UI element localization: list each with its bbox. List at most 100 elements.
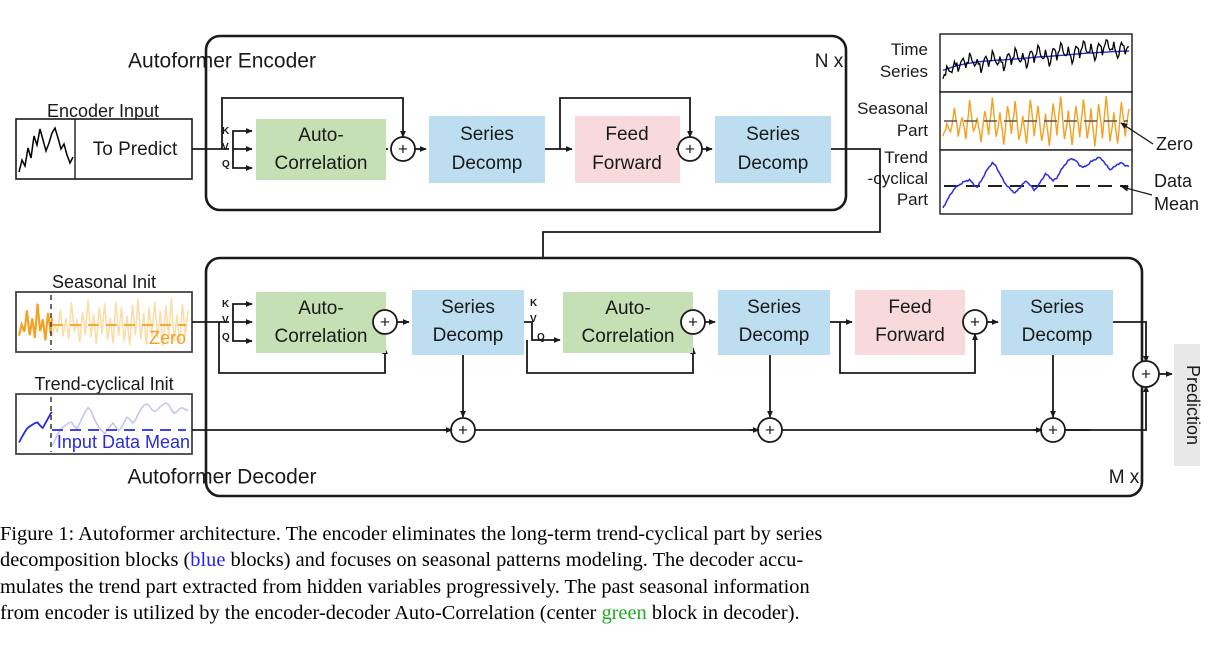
- enc-feed-forward-block[interactable]: [575, 116, 680, 183]
- prediction-badge: [1174, 344, 1200, 466]
- data-mean-annotation-leader: [1121, 185, 1153, 196]
- encoder-title: Autoformer Encoder: [128, 50, 316, 73]
- enc-feed-forward-label-top: Feed: [605, 124, 648, 145]
- trend-cyclical-plot-frame: [939, 149, 1133, 215]
- seasonal-init-zero-label: Zero: [149, 328, 186, 348]
- prediction-label: Prediction: [1183, 365, 1203, 445]
- trend-init-mean-label: Input Data Mean: [57, 432, 190, 452]
- dec-q-label-2: Q: [537, 332, 545, 343]
- figure-caption: Figure 1: Autoformer architecture. The e…: [0, 521, 1212, 627]
- enc-series-decomp-1-label-bottom: Decomp: [452, 153, 523, 174]
- series-panel-seasonal-label-1: Seasonal: [857, 99, 928, 118]
- decoder-qkv-fan-1: [232, 301, 253, 344]
- dec-series-decomp-3-label-top: Series: [1030, 297, 1084, 318]
- dec-adder-3-symbol: +: [970, 312, 980, 331]
- series-panel-trend-label-2: -cyclical: [868, 169, 928, 188]
- enc-series-decomp-2-label-top: Series: [746, 124, 800, 145]
- trend-init-plot: [18, 397, 189, 452]
- series-panel-time-series-label-1: Time: [891, 40, 928, 59]
- dec-feed-forward-block[interactable]: [855, 290, 965, 355]
- dec-q-label-1: Q: [222, 332, 230, 343]
- dec-auto-correlation-self-label-top: Auto-: [298, 298, 343, 319]
- wire-trend-to-final-adder: [1065, 385, 1149, 431]
- enc-series-decomp-2-label-bottom: Decomp: [738, 153, 809, 174]
- wire-dsd3-to-final-adder: [1113, 321, 1149, 363]
- dec-auto-correlation-self-block[interactable]: [256, 292, 386, 353]
- dec-auto-correlation-cross-block[interactable]: [563, 292, 693, 353]
- dec-series-decomp-2-block[interactable]: [718, 290, 830, 355]
- enc-auto-correlation-block[interactable]: [256, 119, 386, 180]
- trend-data-annotation-2: Mean: [1154, 194, 1199, 214]
- encoder-residual-2: [559, 97, 693, 149]
- dec-adder-1-symbol: +: [380, 312, 390, 331]
- dec-series-decomp-3-block[interactable]: [1001, 290, 1113, 355]
- dec-series-decomp-2-label-bottom: Decomp: [739, 325, 810, 346]
- decoder-repeat-label: M x: [1109, 467, 1140, 488]
- trend-cyclical-plot: [942, 156, 1130, 209]
- dec-feed-forward-label-bottom: Forward: [875, 325, 945, 346]
- caption-line: mulates the trend part extracted from hi…: [0, 574, 1212, 600]
- dec-series-decomp-3-label-bottom: Decomp: [1022, 325, 1093, 346]
- dec-series-decomp-1-block[interactable]: [412, 290, 524, 355]
- dec-series-decomp-1-label-bottom: Decomp: [433, 325, 504, 346]
- encoder-to-decoder-wire: [542, 148, 881, 298]
- dec-trend-adder-3-symbol: +: [1048, 420, 1058, 439]
- caption-text: from encoder is utilized by the encoder-…: [0, 602, 602, 625]
- encoder-q-label: Q: [222, 159, 230, 170]
- dec-trend-adder-2-symbol: +: [765, 420, 775, 439]
- enc-series-decomp-2-block[interactable]: [715, 116, 831, 183]
- enc-series-decomp-1-block[interactable]: [429, 116, 545, 183]
- enc-adder-2-symbol: +: [685, 139, 695, 158]
- decoder-title: Autoformer Decoder: [127, 466, 316, 489]
- seasonal-init-caption: Seasonal Init: [52, 272, 156, 292]
- dec-series-decomp-1-label-top: Series: [441, 297, 495, 318]
- caption-text: green: [601, 602, 647, 625]
- dec-series-decomp-2-label-top: Series: [747, 297, 801, 318]
- caption-line: decomposition blocks (blue blocks) and f…: [0, 547, 1212, 573]
- encoder-input-sparkline: [18, 126, 74, 173]
- series-panel-time-series-label-2: Series: [880, 62, 928, 81]
- trend-init-caption: Trend-cyclical Init: [34, 374, 173, 394]
- seasonal-init-plot: [17, 295, 189, 350]
- dec-feed-forward-label-top: Feed: [888, 297, 931, 318]
- encoder-k-label: K: [222, 126, 230, 137]
- caption-text: blocks) and focuses on seasonal patterns…: [225, 549, 804, 572]
- encoder-qkv-fan: [232, 128, 253, 171]
- seasonal-zero-annotation: Zero: [1156, 134, 1193, 154]
- dec-auto-correlation-cross-label-bottom: Correlation: [582, 326, 675, 347]
- decoder-residual-3: [839, 322, 978, 374]
- caption-text: block in decoder).: [646, 602, 800, 625]
- enc-feed-forward-label-bottom: Forward: [592, 153, 662, 174]
- dec-v-label-2: V: [530, 314, 537, 325]
- encoder-to-predict-label: To Predict: [93, 139, 178, 160]
- encoder-input-caption: Encoder Input: [47, 101, 159, 121]
- series-panel-seasonal-label-2: Part: [897, 121, 928, 140]
- dec-auto-correlation-self-label-bottom: Correlation: [275, 326, 368, 347]
- dec-final-adder-symbol: +: [1141, 364, 1151, 383]
- dec-k-label-2: K: [530, 298, 538, 309]
- decoder-residual-1: [218, 322, 388, 374]
- encoder-repeat-label: N x: [815, 51, 844, 72]
- enc-auto-correlation-label-top: Auto-: [298, 125, 343, 146]
- caption-line: from encoder is utilized by the encoder-…: [0, 600, 1212, 626]
- caption-text: mulates the trend part extracted from hi…: [0, 575, 810, 598]
- trend-data-annotation-1: Data: [1154, 171, 1193, 191]
- dec-auto-correlation-cross-label-top: Auto-: [605, 298, 650, 319]
- series-panel-trend-label-1: Trend: [884, 148, 928, 167]
- caption-text: Figure 1: Autoformer architecture. The e…: [0, 523, 823, 545]
- caption-text: blue: [190, 549, 226, 572]
- dec-k-label-1: K: [222, 299, 230, 310]
- caption-text: decomposition blocks (: [0, 549, 191, 572]
- enc-series-decomp-1-label-top: Series: [460, 124, 514, 145]
- enc-auto-correlation-label-bottom: Correlation: [275, 153, 368, 174]
- seasonal-part-plot: [942, 95, 1130, 147]
- series-panel-trend-label-3: Part: [897, 190, 928, 209]
- dec-adder-2-symbol: +: [688, 312, 698, 331]
- time-series-plot: [942, 38, 1130, 79]
- encoder-residual-1: [221, 97, 406, 149]
- autoformer-architecture-diagram: Autoformer Encoder N x Encoder Input To …: [15, 33, 1203, 498]
- decoder-residual-2: [526, 340, 696, 374]
- caption-line: Figure 1: Autoformer architecture. The e…: [0, 521, 1212, 547]
- dec-trend-adder-1-symbol: +: [458, 420, 468, 439]
- encoder-v-label: V: [222, 142, 229, 153]
